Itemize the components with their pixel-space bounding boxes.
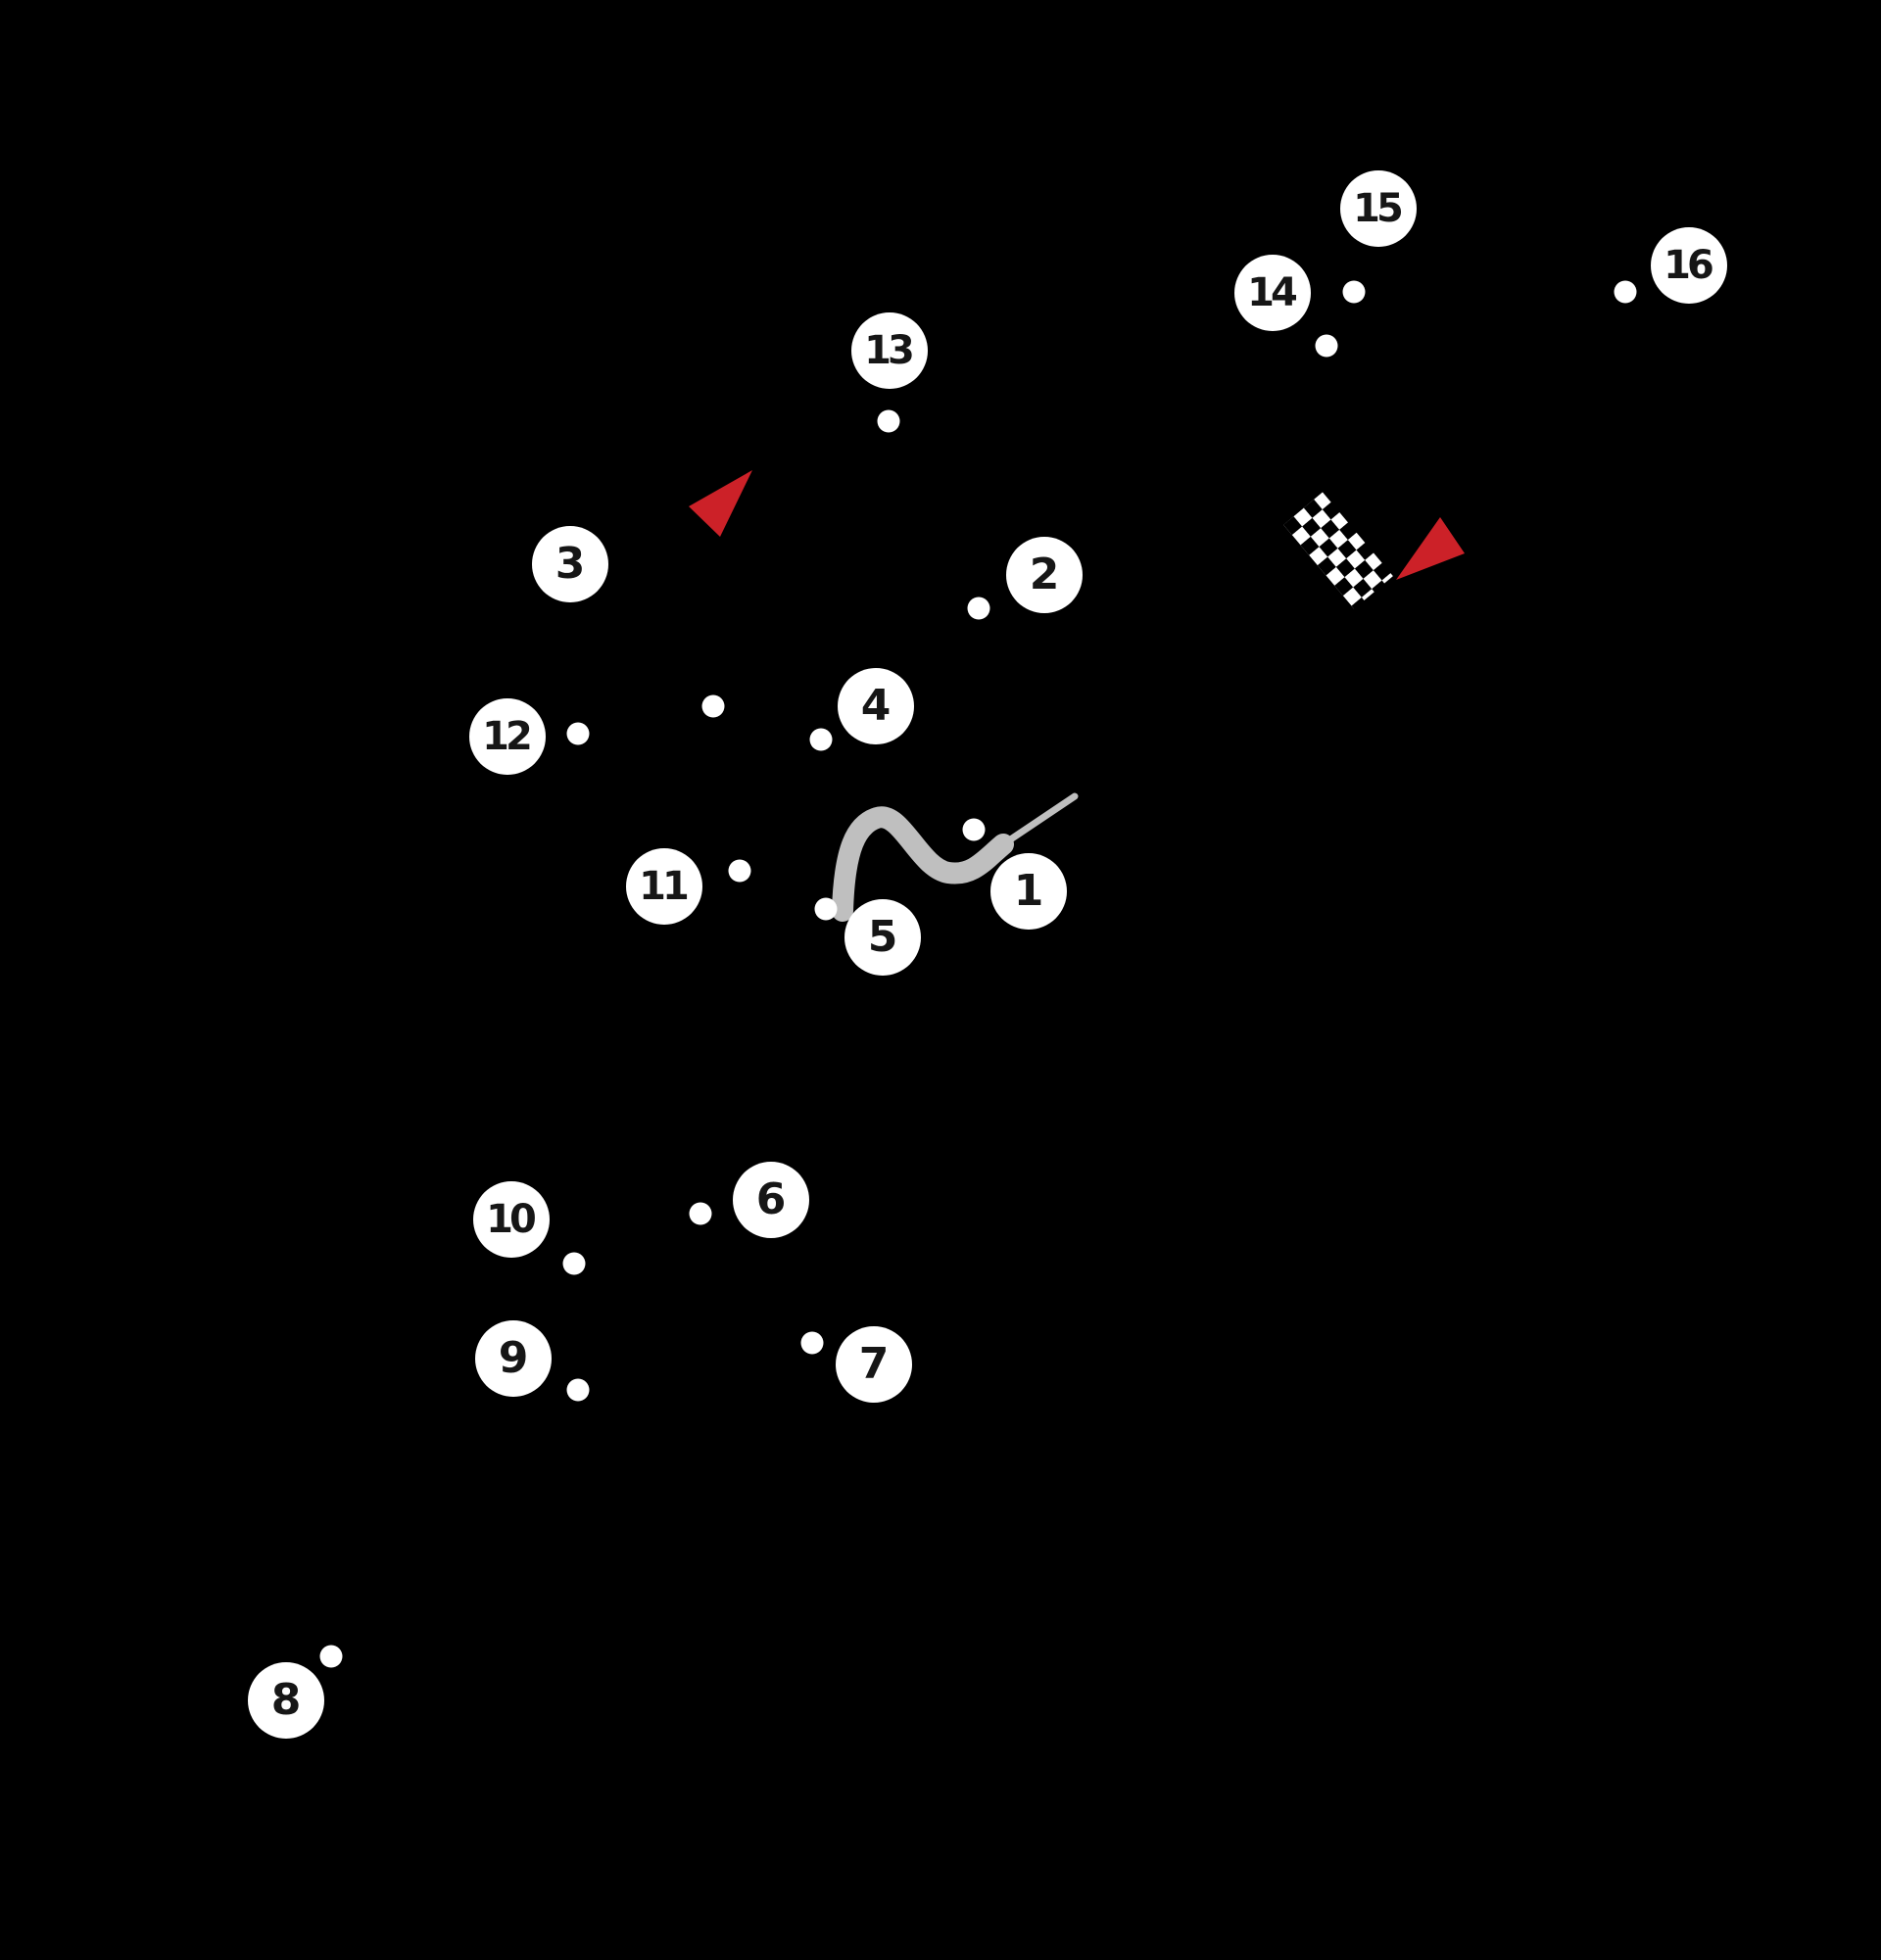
turn-number-label: 14 (1247, 270, 1298, 315)
corner-dot-turn-2 (967, 597, 990, 620)
turn-number-label: 4 (860, 681, 892, 731)
corner-dot-turn-5 (814, 897, 838, 921)
turn-marker-13: 13 (851, 312, 928, 389)
corner-dot-turn-15 (1342, 280, 1366, 304)
turn-marker-9: 9 (475, 1320, 552, 1397)
turn-marker-1: 1 (990, 853, 1067, 930)
corner-dot-turn-9 (566, 1378, 590, 1402)
direction-arrow-start-finish (1396, 517, 1465, 580)
corner-dot-turn-4 (809, 728, 833, 751)
turn-number-label: 2 (1029, 550, 1060, 599)
turn-number-label: 12 (482, 714, 533, 759)
turn-number-label: 15 (1353, 186, 1404, 231)
corner-dot-turn-13 (877, 409, 900, 433)
corner-dot-turn-10 (562, 1252, 586, 1275)
corner-dot-turn-14 (1315, 334, 1338, 358)
turn-marker-12: 12 (469, 698, 546, 775)
turn-number-label: 5 (867, 912, 898, 962)
turn-number-label: 11 (639, 864, 690, 909)
corner-dot-turn-7 (800, 1331, 824, 1355)
turn-marker-3: 3 (532, 526, 608, 602)
direction-arrows-group (689, 470, 1465, 580)
turn-number-label: 8 (270, 1675, 302, 1725)
turn-marker-15: 15 (1340, 170, 1417, 247)
turn-number-label: 9 (498, 1333, 529, 1383)
chicane-highlight-band (832, 806, 1014, 922)
turn-number-label: 16 (1664, 243, 1714, 288)
turn-marker-5: 5 (844, 899, 921, 976)
turn-marker-6: 6 (733, 1162, 809, 1238)
turn-marker-16: 16 (1651, 227, 1727, 304)
corner-dot-turn-16 (1614, 280, 1637, 304)
corner-dot-turn-3 (701, 694, 725, 718)
turn-marker-10: 10 (473, 1181, 550, 1258)
corner-dot-turn-11 (728, 859, 751, 883)
corner-dot-turn-6 (689, 1202, 712, 1225)
turn-marker-14: 14 (1234, 255, 1311, 331)
turn-marker-2: 2 (1006, 537, 1083, 613)
turn-number-label: 1 (1013, 866, 1044, 916)
direction-arrow-upper (689, 470, 752, 537)
corner-dot-turn-12 (566, 722, 590, 745)
turn-marker-7: 7 (836, 1326, 912, 1403)
turn-number-label: 6 (755, 1174, 787, 1224)
turn-number-label: 10 (486, 1197, 537, 1242)
turn-number-label: 3 (555, 539, 586, 589)
corner-dot-turn-8 (319, 1645, 343, 1668)
turn-number-label: 7 (858, 1339, 890, 1389)
chicane-highlight-tail (999, 792, 1079, 848)
corner-dot-turn-1 (962, 818, 986, 841)
turn-marker-8: 8 (248, 1662, 324, 1739)
turn-number-label: 13 (864, 328, 915, 373)
turn-marker-4: 4 (838, 668, 914, 744)
turn-marker-11: 11 (626, 848, 702, 925)
